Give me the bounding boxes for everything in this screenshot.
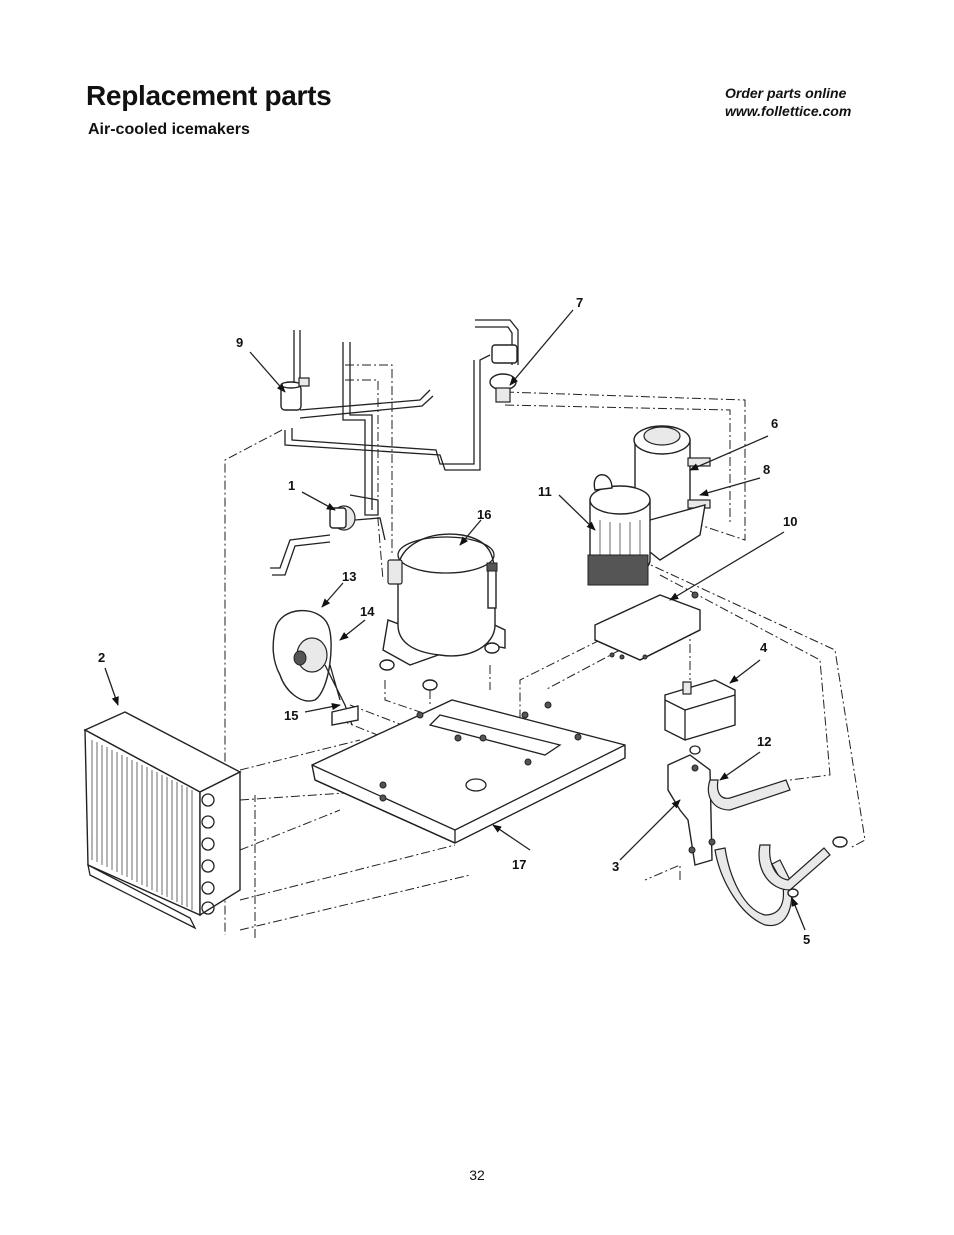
refrigerant-tubing <box>270 319 519 576</box>
page-number: 32 <box>469 1167 485 1183</box>
part-4-control-box <box>664 679 736 755</box>
page-subtitle: Air-cooled icemakers <box>88 121 250 138</box>
part-7-expansion-valve <box>489 344 518 403</box>
callout-4: 4 <box>760 640 768 655</box>
part-5-12-hoses <box>707 779 848 927</box>
callout-1: 1 <box>288 478 295 493</box>
part-1-filter-drier <box>329 505 356 531</box>
callout-17: 17 <box>512 857 526 872</box>
part-3-bracket <box>667 754 716 866</box>
assembly-guide-lines <box>224 364 866 938</box>
callout-numbers: 1 2 3 4 5 6 7 8 9 10 11 12 13 14 15 16 1… <box>98 295 810 947</box>
callout-9: 9 <box>236 335 243 350</box>
part-13-14-15-fan-assembly <box>272 609 359 726</box>
callout-13: 13 <box>342 569 356 584</box>
callout-3: 3 <box>612 859 619 874</box>
part-6-8-11-evaporator-gearmotor <box>587 425 711 586</box>
callout-leader-lines <box>104 309 806 931</box>
order-parts-url[interactable]: www.follettice.com <box>725 103 852 119</box>
part-2-condenser <box>83 711 242 930</box>
part-17-base-pan <box>311 699 626 844</box>
callout-7: 7 <box>576 295 583 310</box>
callout-2: 2 <box>98 650 105 665</box>
callout-15: 15 <box>284 708 298 723</box>
order-parts-block: Order parts online www.follettice.com <box>725 84 851 120</box>
part-10-mounting-plate <box>594 591 701 661</box>
callout-5: 5 <box>803 932 810 947</box>
part-16-compressor <box>379 533 506 691</box>
order-parts-label: Order parts online <box>725 85 847 101</box>
callout-10: 10 <box>783 514 797 529</box>
page-title: Replacement parts <box>86 80 332 111</box>
callout-6: 6 <box>771 416 778 431</box>
callout-12: 12 <box>757 734 771 749</box>
callout-8: 8 <box>763 462 770 477</box>
part-9-valve <box>280 377 310 411</box>
callout-11: 11 <box>538 484 552 499</box>
callout-16: 16 <box>477 507 491 522</box>
callout-14: 14 <box>360 604 375 619</box>
